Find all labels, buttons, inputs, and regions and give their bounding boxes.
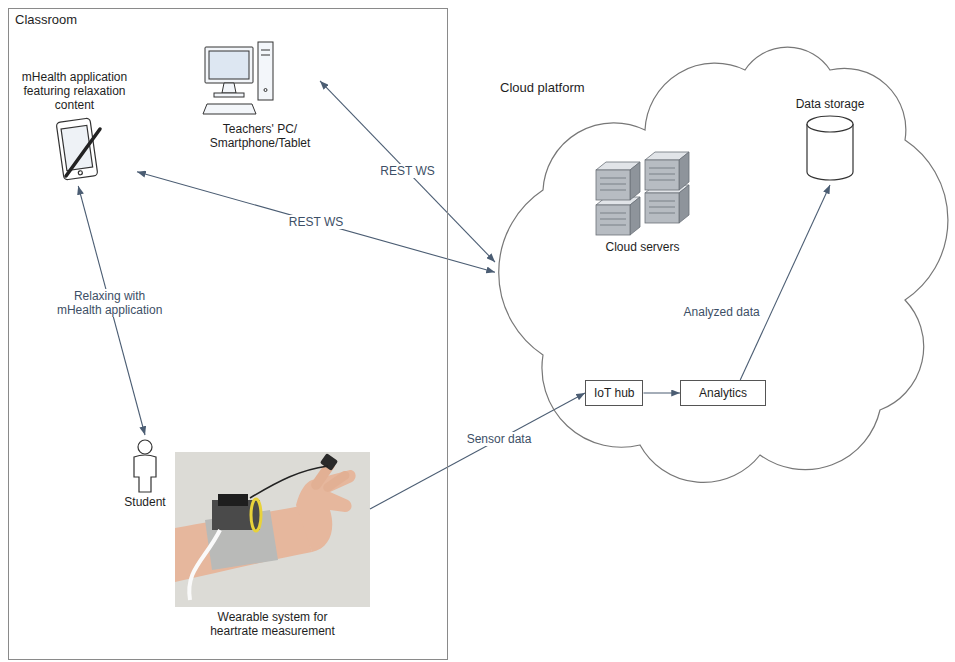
region-heading: Classroom: [15, 12, 77, 28]
database-cylinder: [807, 116, 853, 180]
wearable-photo: [175, 452, 370, 607]
node-label: Cloud servers: [605, 240, 679, 254]
cloud-region: Cloud platformCloud servers Data storageI…: [495, 55, 955, 465]
connector: [740, 185, 830, 380]
connector-group: [78, 81, 830, 509]
process-box: IoT hub: [585, 380, 643, 406]
region-frame: ClassroomTeachers' PC/ Smartphone/Tablet…: [8, 8, 448, 660]
wearable-node: Wearable system for heartrate measuremen…: [175, 452, 370, 642]
server-icon: [596, 152, 689, 235]
connector: [320, 81, 495, 262]
edge-label: REST WS: [287, 215, 345, 229]
process-box: Analytics: [680, 380, 766, 406]
edge-label: Relaxing with mHealth application: [52, 289, 168, 317]
tablet-icon: [56, 118, 100, 180]
region-heading: Cloud platform: [500, 80, 585, 96]
node-label: Student: [124, 495, 165, 509]
device-node: Teachers' PC/ Smartphone/Tablet: [200, 38, 320, 154]
person-node: Student: [115, 435, 175, 512]
edge-label: REST WS: [378, 164, 436, 178]
computer-icon: [203, 42, 273, 114]
person-icon: [134, 440, 156, 492]
edge-label: Sensor data: [465, 432, 534, 446]
server-node: Cloud servers: [585, 140, 700, 257]
storage-node: Data storage: [785, 95, 875, 185]
node-label: Data storage: [796, 97, 865, 111]
node-label: IoT hub: [594, 386, 634, 400]
cloud-outline-path: [499, 47, 948, 482]
connector: [370, 393, 585, 509]
edge-label: Analyzed data: [682, 305, 762, 319]
node-label: mHealth application featuring relaxation…: [12, 70, 137, 112]
node-label: Teachers' PC/ Smartphone/Tablet: [204, 122, 316, 150]
connector: [137, 172, 495, 272]
app-node: mHealth application featuring relaxation…: [12, 68, 137, 186]
node-label: Wearable system for heartrate measuremen…: [197, 610, 349, 638]
node-label: Analytics: [699, 386, 747, 400]
connector: [643, 392, 680, 393]
